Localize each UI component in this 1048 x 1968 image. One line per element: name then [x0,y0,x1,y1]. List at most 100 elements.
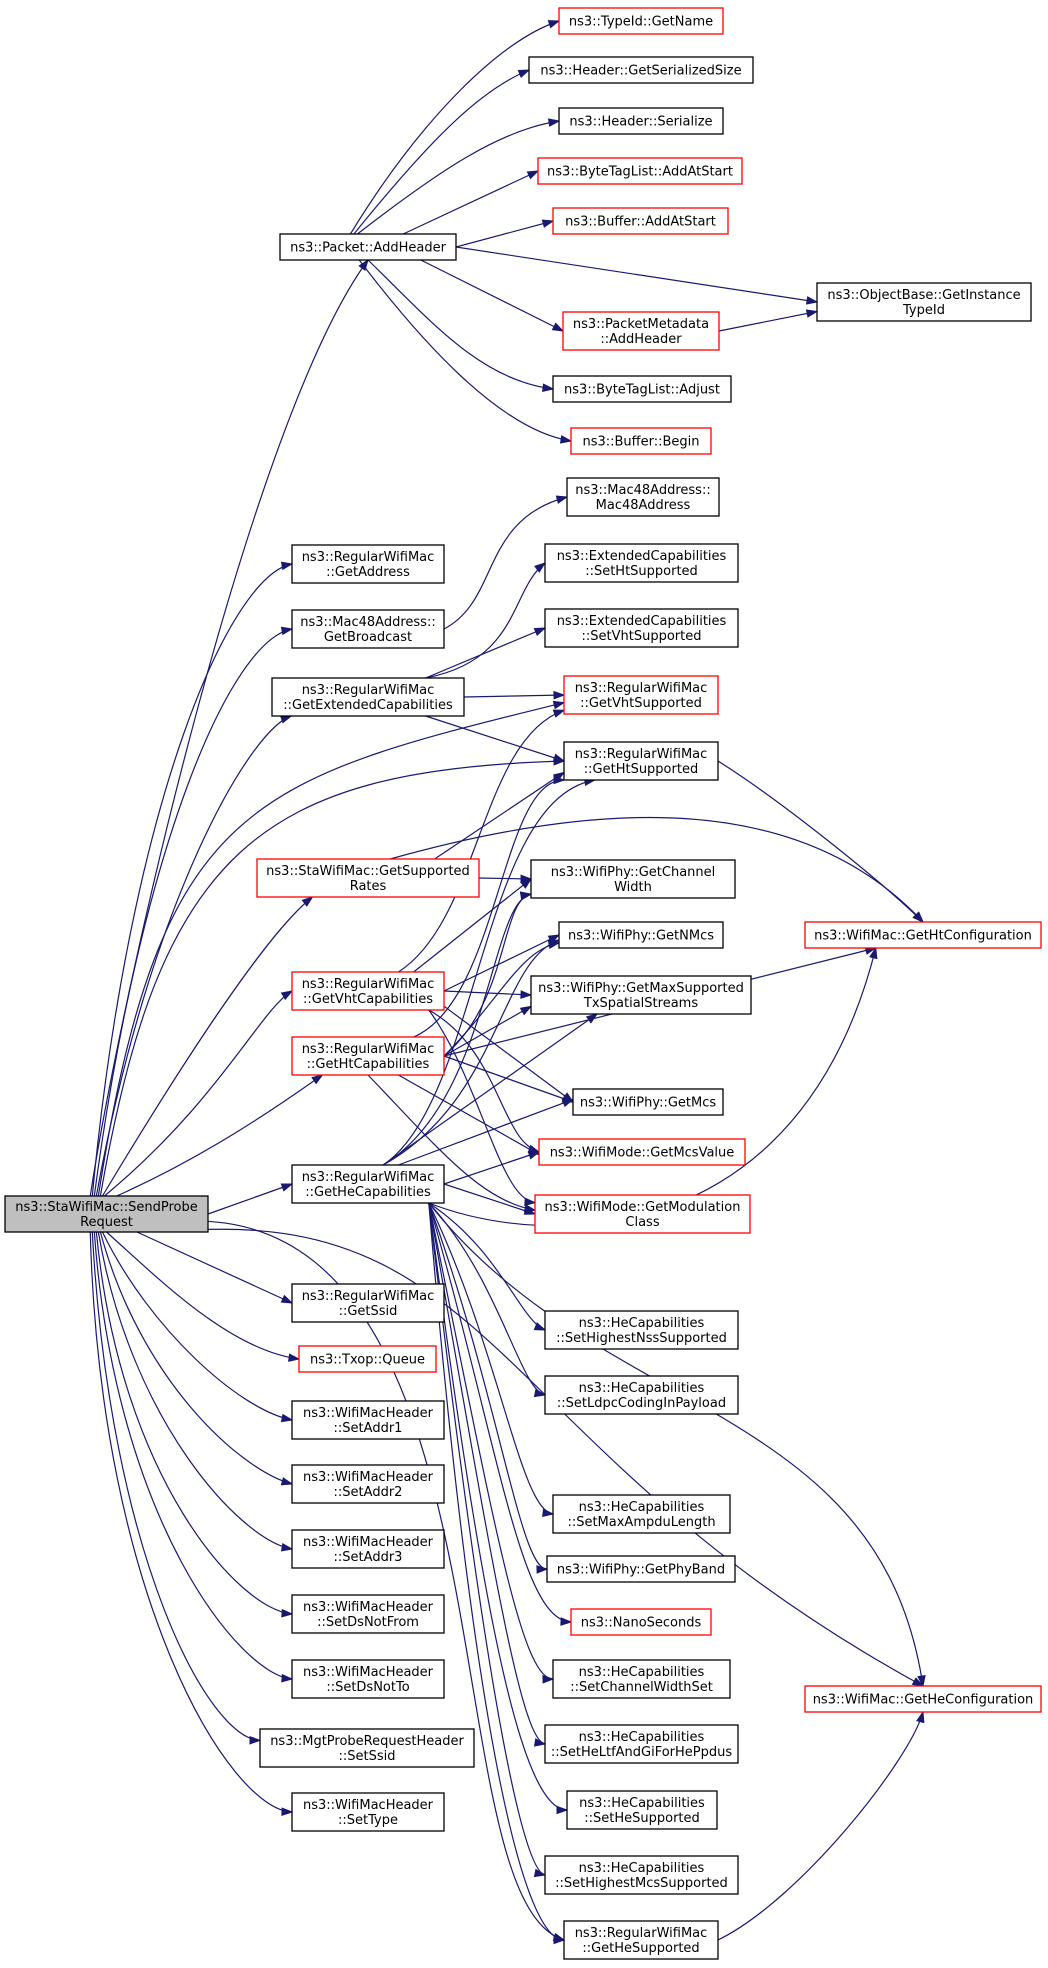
edge-root-getheconf [167,1228,925,1687]
node-getmcsval[interactable]: ns3::WifiMode::GetMcsValue [538,1138,746,1166]
edge-gethecap-getheconf [428,1202,926,1688]
node-label-line: ns3::HeCapabilities [579,1500,705,1515]
node-label-line: ns3::WifiPhy::GetMcs [580,1096,717,1111]
edge-getextcap-extsetvht-line [425,627,546,679]
edge-gethecap-hesetnss-arrowhead [533,1322,547,1331]
edge-root-getvhtcap-line [104,990,293,1197]
node-box [552,1659,731,1699]
node-label-line: Request [80,1215,133,1230]
edge-root-getssid-arrowhead [280,1294,294,1304]
edge-gethecap-hesetldpc [428,1202,547,1398]
node-extsetht[interactable]: ns3::ExtendedCapabilities::SetHtSupporte… [544,543,739,583]
node-label-line: ::AddHeader [600,332,682,347]
node-hesetchw[interactable]: ns3::HeCapabilities::SetChannelWidthSet [552,1659,731,1699]
edge-gethtcap-getmcsval-line [398,1074,540,1156]
edge-gethecap-hesetmcs [428,1202,547,1878]
node-pmaddhdr[interactable]: ns3::PacketMetadata::AddHeader [562,311,720,351]
node-label-line: TypeId [902,303,945,318]
edge-getsuprates-gethtsup-line [434,771,565,860]
node-hesetldpc[interactable]: ns3::HeCapabilities::SetLdpcCodingInPayl… [544,1375,739,1415]
node-hesetmcs[interactable]: ns3::HeCapabilities::SetHighestMcsSuppor… [544,1855,739,1895]
edge-gethecap-getmaxss-line [382,1013,598,1166]
edge-getextcap-getvhtsup-arrowhead [553,690,566,700]
node-label-line: ::SetHighestMcsSupported [555,1876,728,1891]
node-getheconf[interactable]: ns3::WifiMac::GetHeConfiguration [804,1685,1042,1713]
node-addheader[interactable]: ns3::Packet::AddHeader [279,233,457,261]
edge-root-getheconf-arrowhead [911,1677,925,1687]
node-gethtconf[interactable]: ns3::WifiMac::GetHtConfiguration [804,921,1042,949]
node-box [566,1790,718,1830]
node-getvhtcap[interactable]: ns3::RegularWifiMac::GetVhtCapabilities [291,971,445,1011]
node-hesethe[interactable]: ns3::HeCapabilities::SetHeSupported [566,1790,718,1830]
node-label-line: ::SetAddr3 [334,1550,403,1565]
edge-getbroadcast-mac48ctor [443,495,569,630]
node-box [562,311,720,351]
node-label-line: ns3::ExtendedCapabilities [557,614,727,629]
edge-addheader-pmaddhdr-arrowhead [551,322,565,332]
edge-addheader-bufbegin [358,259,573,444]
node-mgtsetssid[interactable]: ns3::MgtProbeRequestHeader::SetSsid [259,1728,475,1768]
node-getvhtsup[interactable]: ns3::RegularWifiMac::GetVhtSupported [563,675,719,715]
edge-gethecap-hesetltf [428,1202,547,1747]
node-hdrser[interactable]: ns3::Header::Serialize [558,107,724,135]
edge-addheader-typeid-line [349,20,560,235]
node-getmaxss[interactable]: ns3::WifiPhy::GetMaxSupportedTxSpatialSt… [530,975,752,1015]
edge-root-getvhtsup [97,700,566,1197]
edge-root-setdsnotfrom [95,1231,294,1618]
node-mac48ctor[interactable]: ns3::Mac48Address::Mac48Address [566,477,720,517]
edge-gethtcap-getmcs [443,1055,575,1103]
node-box [552,207,729,235]
node-bufaddstart[interactable]: ns3::Buffer::AddAtStart [552,207,729,235]
edge-getheSup-getheconf-arrowhead [916,1710,925,1724]
node-getphyband[interactable]: ns3::WifiPhy::GetPhyBand [546,1555,736,1583]
node-setaddr1[interactable]: ns3::WifiMacHeader::SetAddr1 [291,1400,445,1440]
edge-getsuprates-gethtconf-line [390,816,924,923]
node-getnmcs[interactable]: ns3::WifiPhy::GetNMcs [558,921,724,949]
node-txopqueue[interactable]: ns3::Txop::Queue [298,1345,437,1373]
node-gethtcap[interactable]: ns3::RegularWifiMac::GetHtCapabilities [291,1036,445,1076]
node-box [259,1728,475,1768]
node-box [538,1138,746,1166]
node-setaddr2[interactable]: ns3::WifiMacHeader::SetAddr2 [291,1464,445,1504]
node-label-line: ::SetChannelWidthSet [570,1680,713,1695]
node-gethtsup[interactable]: ns3::RegularWifiMac::GetHtSupported [563,741,719,781]
node-nanosec[interactable]: ns3::NanoSeconds [570,1608,712,1636]
node-getextcap[interactable]: ns3::RegularWifiMac::GetExtendedCapabili… [271,677,465,717]
node-box [552,375,732,403]
node-getmcs[interactable]: ns3::WifiPhy::GetMcs [572,1088,724,1116]
node-box [544,1375,739,1415]
node-getaddress[interactable]: ns3::RegularWifiMac::GetAddress [291,544,445,584]
node-hesetltf[interactable]: ns3::HeCapabilities::SetHeLtfAndGiForHeP… [544,1724,739,1764]
node-bufbegin[interactable]: ns3::Buffer::Begin [570,427,712,455]
node-hesetampdu[interactable]: ns3::HeCapabilities::SetMaxAmpduLength [552,1494,731,1534]
node-settype[interactable]: ns3::WifiMacHeader::SetType [291,1792,445,1832]
node-label-line: ns3::WifiPhy::GetPhyBand [557,1563,725,1578]
node-getheSup[interactable]: ns3::RegularWifiMac::GetHeSupported [563,1920,719,1960]
edge-addheader-bufaddstart [455,219,555,248]
node-label-line: ns3::HeCapabilities [579,1861,705,1876]
edge-addheader-hdrsize [353,69,531,235]
node-btaddstart[interactable]: ns3::ByteTagList::AddAtStart [537,157,743,185]
node-label-line: ns3::RegularWifiMac [575,747,708,762]
node-setdsnotto[interactable]: ns3::WifiMacHeader::SetDsNotTo [291,1659,445,1699]
node-typeid[interactable]: ns3::TypeId::GetName [558,7,724,35]
node-getbroadcast[interactable]: ns3::Mac48Address::GetBroadcast [291,609,445,649]
edge-gethecap-gethtconf-arrowhead [869,946,878,960]
edge-getvhtcap-getvhtsup-arrowhead [552,709,566,718]
node-btadjust[interactable]: ns3::ByteTagList::Adjust [552,375,732,403]
node-gethecap[interactable]: ns3::RegularWifiMac::GetHeCapabilities [291,1164,445,1204]
node-hdrsize[interactable]: ns3::Header::GetSerializedSize [528,56,754,84]
node-extsetvht[interactable]: ns3::ExtendedCapabilities::SetVhtSupport… [544,608,739,648]
edge-root-getaddress-line [91,563,293,1197]
node-getssid[interactable]: ns3::RegularWifiMac::GetSsid [291,1283,445,1323]
node-setaddr3[interactable]: ns3::WifiMacHeader::SetAddr3 [291,1529,445,1569]
edge-getvhtcap-getchw-arrowhead [520,878,533,889]
node-hesetnss[interactable]: ns3::HeCapabilities::SetHighestNssSuppor… [544,1310,739,1350]
node-setdsnotfrom[interactable]: ns3::WifiMacHeader::SetDsNotFrom [291,1594,445,1634]
edge-gethtcap-getmcs-line [443,1055,574,1103]
node-box [291,1792,445,1832]
